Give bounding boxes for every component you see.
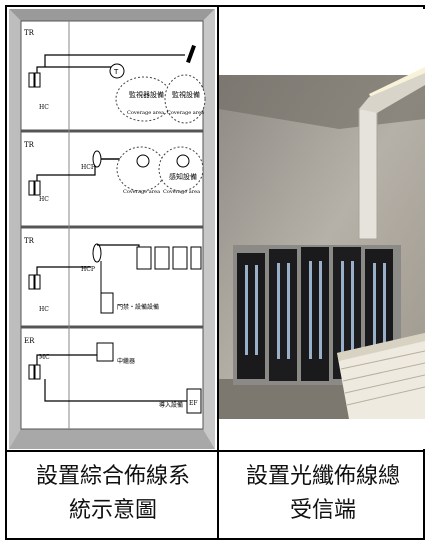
device-icon <box>109 63 125 79</box>
closet-label: TR <box>24 29 35 37</box>
closet-label: TR <box>24 237 35 245</box>
svg-text:HCP: HCP <box>81 164 95 171</box>
stacked-panels <box>337 333 425 419</box>
cabinet-panel <box>237 253 265 379</box>
equipment-box <box>136 246 152 270</box>
access-control-panel <box>100 292 114 314</box>
svg-text:HC: HC <box>39 196 49 203</box>
svg-text:Coverage area: Coverage area <box>127 110 164 116</box>
closet-label: ER <box>24 337 35 345</box>
caption-line: 設置光纖佈線總 <box>245 464 400 489</box>
svg-text:EF: EF <box>189 400 198 407</box>
svg-text:T: T <box>113 68 119 76</box>
svg-text:感知設備: 感知設備 <box>169 172 197 181</box>
column-divider <box>217 7 219 538</box>
caption-fiber-terminal: 設置光纖佈線總 受信端 <box>219 452 427 536</box>
svg-text:Coverage area: Coverage area <box>163 189 200 195</box>
building-floor-base <box>9 429 215 449</box>
repeater-box <box>96 342 114 362</box>
caption-line: 統示意圖 <box>68 498 157 523</box>
svg-text:Coverage area: Coverage area <box>123 189 160 195</box>
svg-text:中繼器: 中繼器 <box>117 357 135 365</box>
content-table: TR HC T 監視器設備 監視設備 Coverage area Coverag… <box>5 5 425 540</box>
svg-text:MC: MC <box>39 354 50 361</box>
svg-text:HC: HC <box>39 306 49 313</box>
row-divider <box>7 450 423 452</box>
entrance-facility-box <box>186 388 202 414</box>
camera-icon <box>186 44 196 64</box>
svg-text:導入設備: 導入設備 <box>159 401 183 409</box>
fiber-terminal-photo-cell <box>219 9 425 449</box>
svg-text:HCP: HCP <box>81 266 95 273</box>
svg-text:監視設備: 監視設備 <box>172 90 200 99</box>
svg-text:Coverage area: Coverage area <box>167 110 204 116</box>
building-left-wall <box>9 9 21 449</box>
caption-wiring-diagram: 設置綜合佈線系 統示意圖 <box>9 452 217 536</box>
building-right-wall <box>203 9 215 449</box>
floor-3: TR HC HCP 感知設備 Coverage area Coverage ar… <box>24 141 204 203</box>
terminal-block <box>28 72 35 88</box>
floor-1: ER MC 中繼器 導入設備 EF <box>24 337 202 414</box>
caption-line: 受信端 <box>289 498 356 523</box>
cable-tray <box>358 108 378 240</box>
wiring-diagram-cell: TR HC T 監視器設備 監視設備 Coverage area Coverag… <box>9 9 215 449</box>
svg-text:監視器設備: 監視器設備 <box>129 90 164 99</box>
closet-label: TR <box>24 141 35 149</box>
floor-4: TR HC T 監視器設備 監視設備 Coverage area Coverag… <box>24 29 206 124</box>
floor-2: TR HC HCP 門禁・設備設備 <box>24 237 202 314</box>
fiber-terminal-photo <box>219 9 425 419</box>
hc-label: HC <box>39 104 49 111</box>
svg-text:門禁・設備設備: 門禁・設備設備 <box>117 303 159 311</box>
integrated-wiring-diagram: TR HC T 監視器設備 監視設備 Coverage area Coverag… <box>9 9 215 449</box>
caption-line: 設置綜合佈線系 <box>35 464 190 489</box>
building-top <box>9 9 215 21</box>
